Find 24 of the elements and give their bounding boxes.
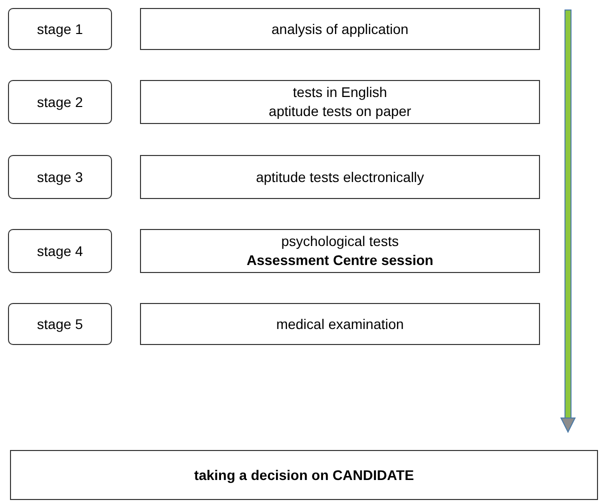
step-text: medical examination [276,314,404,334]
stage-label: stage 5 [37,314,83,334]
decision-box [10,450,598,500]
step-box [140,303,540,345]
step-text: psychological tests [281,232,399,251]
stage-box [8,155,112,199]
stage-label: stage 1 [37,20,83,38]
stage-box [8,8,112,50]
step-box [140,229,540,273]
step-text: aptitude tests electronically [256,168,424,186]
stage-label: stage 3 [37,168,83,186]
stage-box [8,229,112,273]
stage-label: stage 2 [37,92,83,112]
step-box [140,8,540,50]
stage-box [8,80,112,124]
step-text: tests in English [292,83,388,102]
step-box [140,155,540,199]
step-text: Assessment Centre session [246,251,434,270]
step-text: aptitude tests on paper [268,102,412,121]
step-text: analysis of application [272,20,408,38]
decision-text: taking a decision on CANDIDATE [194,466,414,484]
stage-label: stage 4 [37,242,83,260]
step-box [140,80,540,124]
stage-box [8,303,112,345]
